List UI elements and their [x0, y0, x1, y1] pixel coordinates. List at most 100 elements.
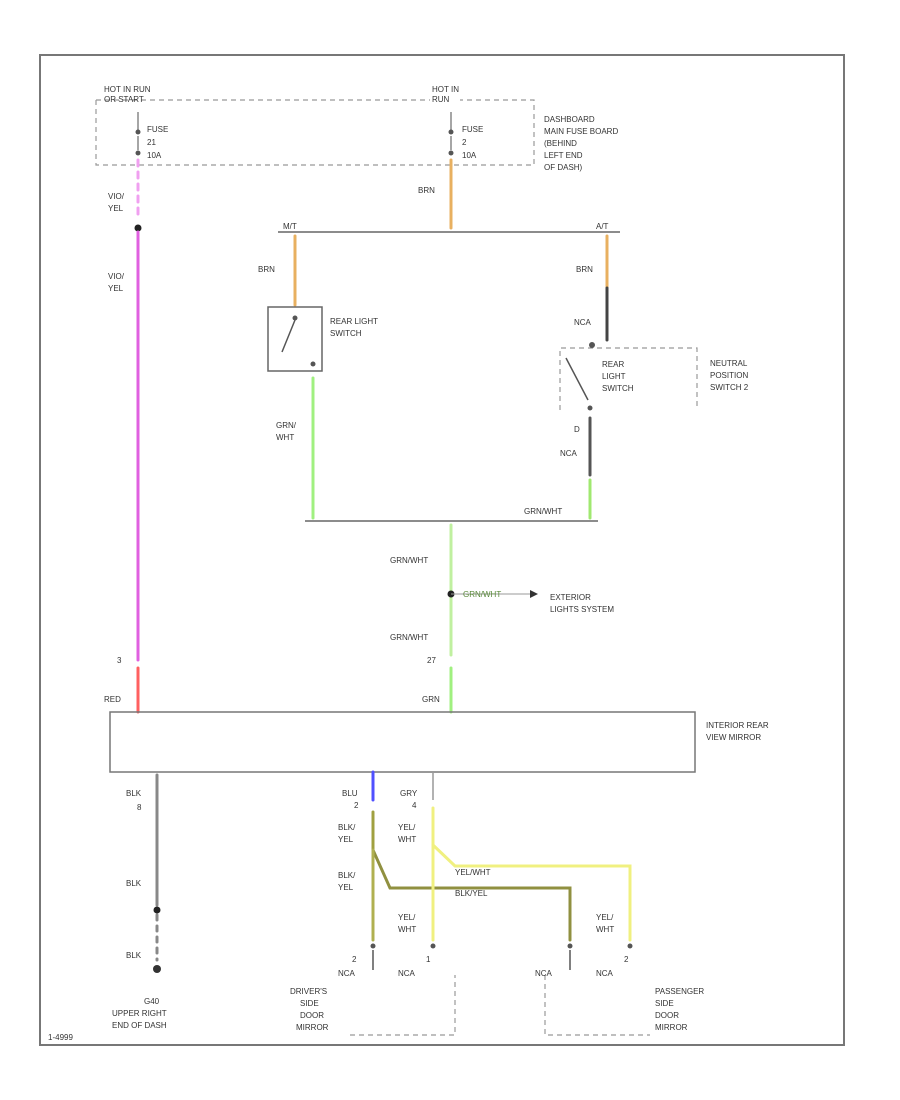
wire-label: VIO/	[108, 272, 125, 281]
wire-label: YEL/	[398, 913, 416, 922]
wire-label: YEL	[338, 835, 354, 844]
exterior-lights-line2: LIGHTS SYSTEM	[550, 605, 614, 614]
ground-label-line2: UPPER RIGHT	[112, 1009, 167, 1018]
wire-label: GRN/WHT	[390, 633, 428, 642]
wire-label: YEL/	[596, 913, 614, 922]
wire-label: BRN	[418, 186, 435, 195]
wire-label: BLK	[126, 951, 142, 960]
wire-label: BLK	[126, 879, 142, 888]
driver-mirror-line4: MIRROR	[296, 1023, 329, 1032]
fuse-left-label: FUSE	[147, 125, 168, 134]
wire-label: YEL/WHT	[455, 868, 491, 877]
right-source-line1: HOT IN	[432, 85, 459, 94]
fuse-box-line1: DASHBOARD	[544, 115, 595, 124]
wire-label: GRN/WHT	[390, 556, 428, 565]
wire-label: YEL	[108, 204, 124, 213]
wire-label: BLU	[342, 789, 358, 798]
footer-code: 1-4999	[48, 1033, 73, 1042]
wire-label: GRN/WHT	[524, 507, 562, 516]
wire-label: WHT	[398, 835, 416, 844]
passenger-mirror-line4: MIRROR	[655, 1023, 688, 1032]
wire-label: GRN/	[276, 421, 297, 430]
pin-label: D	[574, 425, 580, 434]
pin-label: 4	[412, 801, 417, 810]
wire-label: BLK/	[338, 871, 356, 880]
door-mirror-outlines	[350, 975, 650, 1036]
pin-label: 2	[624, 955, 629, 964]
rear-light-switch2-line1: REAR	[602, 360, 624, 369]
exterior-lights-line1: EXTERIOR	[550, 593, 591, 602]
wire-label: BRN	[576, 265, 593, 274]
fuse-right-label: FUSE	[462, 125, 483, 134]
diagram-frame	[39, 54, 845, 1046]
interior-mirror-box	[109, 711, 696, 773]
right-source-line2: RUN	[432, 95, 450, 104]
wire-label: RED	[104, 695, 121, 704]
left-source-line2: OR START	[104, 95, 144, 104]
mirror-label-line2: VIEW MIRROR	[706, 733, 761, 742]
rear-light-switch-line1: REAR LIGHT	[330, 317, 378, 326]
neutral-switch-line2: POSITION	[710, 371, 748, 380]
left-power-feed	[134, 112, 142, 714]
wire-label: YEL	[338, 883, 354, 892]
wire-label: GRN/WHT	[463, 590, 501, 599]
green-wires	[305, 376, 598, 714]
wire-label: YEL/	[398, 823, 416, 832]
wire-label: BLK/	[338, 823, 356, 832]
wire-label: YEL	[108, 284, 124, 293]
fuse-box-line4: LEFT END	[544, 151, 583, 160]
ground-label-line3: END OF DASH	[112, 1021, 167, 1030]
wire-label: WHT	[398, 925, 416, 934]
pin-label: 8	[137, 803, 142, 812]
mirror-label-line1: INTERIOR REAR	[706, 721, 769, 730]
wire-label: BLK/YEL	[455, 889, 488, 898]
wire-label: M/T	[283, 222, 297, 231]
pin-label: 2	[352, 955, 357, 964]
wire-label: GRN	[422, 695, 440, 704]
fuse-left-number: 21	[147, 138, 156, 147]
driver-mirror-line1: DRIVER'S	[290, 987, 327, 996]
fuse-right-number: 2	[462, 138, 467, 147]
splice-dot	[153, 906, 161, 914]
pin-label: 27	[427, 656, 436, 665]
fuse-box	[95, 99, 535, 166]
wire-label: VIO/	[108, 192, 125, 201]
pin-label: 3	[117, 656, 122, 665]
rear-light-switch	[267, 306, 323, 372]
ground-wire	[153, 773, 161, 973]
wire-label: GRY	[400, 789, 418, 798]
passenger-mirror-line3: DOOR	[655, 1011, 679, 1020]
wire-label: NCA	[338, 969, 356, 978]
fuse-box-line2: MAIN FUSE BOARD	[544, 127, 618, 136]
pin-label: 1	[426, 955, 431, 964]
wire-label: NCA	[596, 969, 614, 978]
fuse-left-rating: 10A	[147, 151, 162, 160]
passenger-mirror-line1: PASSENGER	[655, 987, 704, 996]
rear-light-switch2-line3: SWITCH	[602, 384, 634, 393]
mirror-output-wires	[370, 770, 633, 970]
fuse-right-rating: 10A	[462, 151, 477, 160]
wire-label: BLK	[126, 789, 142, 798]
rear-light-switch2-line2: LIGHT	[602, 372, 626, 381]
wire-label: BRN	[258, 265, 275, 274]
wire-label: A/T	[596, 222, 609, 231]
ground-label-line1: G40	[144, 997, 160, 1006]
left-source-line1: HOT IN RUN	[104, 85, 151, 94]
right-power-feed	[278, 112, 620, 342]
fuse-box-line5: OF DASH)	[544, 163, 583, 172]
neutral-switch-line1: NEUTRAL	[710, 359, 748, 368]
neutral-switch-line3: SWITCH 2	[710, 383, 749, 392]
fuse-box-line3: (BEHIND	[544, 139, 577, 148]
wire-label: NCA	[574, 318, 592, 327]
wire-label: NCA	[535, 969, 553, 978]
neutral-position-switch	[559, 342, 698, 520]
wire-label: WHT	[276, 433, 294, 442]
pin-label: 2	[354, 801, 359, 810]
wire-label: NCA	[560, 449, 578, 458]
wire-label: WHT	[596, 925, 614, 934]
rear-light-switch-line2: SWITCH	[330, 329, 362, 338]
passenger-mirror-line2: SIDE	[655, 999, 674, 1008]
wire-label: NCA	[398, 969, 416, 978]
splice-dot	[134, 224, 142, 232]
